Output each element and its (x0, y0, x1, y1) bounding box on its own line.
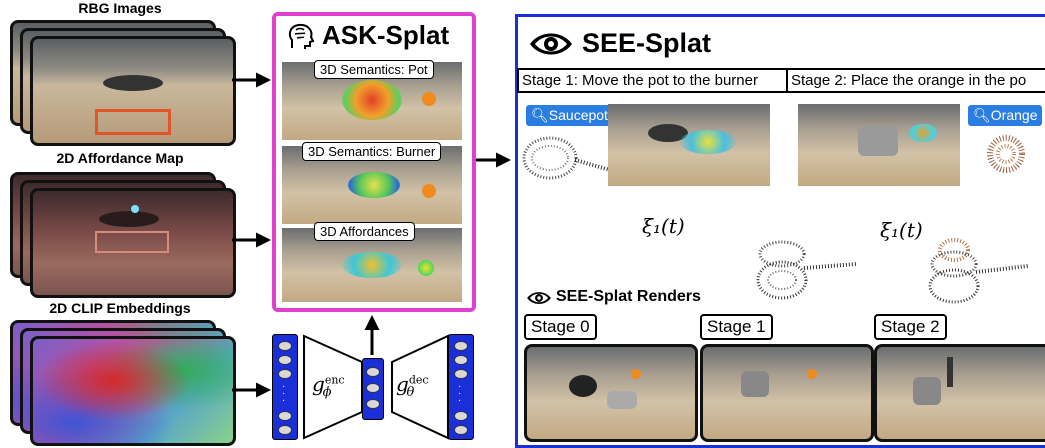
eye-icon (527, 292, 551, 304)
burner-outline (95, 109, 171, 135)
see-splat-title: SEE-Splat (582, 28, 712, 58)
stage2-header: Stage 2: Place the orange in the po (786, 68, 1045, 93)
heatmap-affordance (342, 252, 402, 278)
orange-affordance (418, 260, 434, 276)
stage0-render (524, 344, 698, 442)
latent-vector (362, 358, 384, 420)
encoder-symbol: g (312, 372, 325, 396)
search-icon: 🔍︎ (973, 107, 991, 123)
decoder-sub: θ (406, 385, 415, 400)
burner-object (569, 375, 597, 397)
search-icon: 🔍︎ (531, 107, 549, 123)
rgb-images-label: RBG Images (78, 0, 162, 16)
clip-embeddings-label: 2D CLIP Embeddings (49, 300, 191, 316)
pot-shape (741, 371, 769, 397)
semantics-pot-tag: 3D Semantics: Pot (314, 60, 434, 79)
decoder-sup: dec (408, 373, 429, 387)
pot-shape (648, 124, 688, 142)
decoder-shape (391, 334, 449, 440)
orange-pointcloud (987, 135, 1025, 173)
semantics-burner-tag: 3D Semantics: Burner (302, 142, 442, 161)
orange-object (807, 369, 817, 379)
orange-tag: 🔍︎Orange (968, 105, 1043, 126)
encoder-sup: enc (324, 373, 345, 387)
saucepot-tag: 🔍︎Saucepot (526, 105, 613, 126)
affordance-hotspot (131, 205, 139, 213)
affordance-map-label: 2D Affordance Map (56, 150, 184, 166)
decoder-label: gdecθ (396, 372, 429, 400)
pot-shape (858, 126, 898, 156)
encoder-label: gencϕ (312, 372, 345, 400)
heatmap-saucepot (680, 130, 736, 154)
renders-title: SEE-Splat Renders (556, 288, 701, 305)
trajectory-label-1: ξ₁(t) (642, 214, 685, 238)
pot-shape (913, 377, 941, 405)
trajectory-label-2: ξ₁(t) (880, 218, 923, 242)
stage2-pointcloud (928, 238, 1029, 304)
output-feature-vector: ··· (448, 334, 474, 440)
orange-object (422, 184, 436, 198)
pot-shape (103, 75, 163, 91)
robot-gripper (947, 357, 953, 387)
stage2-scene-image (798, 104, 960, 186)
eye-icon (530, 33, 572, 55)
orange-label: Orange (990, 107, 1038, 123)
affordances-tag: 3D Affordances (314, 222, 415, 241)
stage1-pointcloud (756, 240, 857, 300)
encoder-sub: ϕ (322, 385, 332, 400)
stage1-render (700, 344, 874, 442)
rgb-image (30, 36, 236, 146)
burner-outline (95, 231, 169, 253)
heatmap-pot (342, 80, 402, 120)
heatmap-burner (348, 172, 400, 198)
stage1-header: Stage 1: Move the pot to the burner (517, 68, 789, 93)
stage2-render (874, 344, 1045, 442)
stage2-label: Stage 2 (874, 314, 947, 340)
stage1-scene-image (608, 104, 770, 186)
pot-shape (99, 211, 159, 227)
ask-splat-panel: ASK-Splat 3D Semantics: Pot 3D Semantics… (272, 12, 476, 312)
brain-head-icon (288, 23, 315, 49)
orange-object (631, 369, 641, 379)
heatmap-orange (908, 124, 938, 142)
stage0-label: Stage 0 (524, 314, 597, 340)
affordance-image (30, 188, 236, 298)
stage1-label: Stage 1 (700, 314, 773, 340)
orange-object (422, 92, 436, 106)
encoder-shape (303, 334, 363, 440)
saucepot-label: Saucepot (548, 107, 608, 123)
pot-shape (607, 391, 637, 409)
input-feature-vector: ··· (272, 334, 298, 440)
decoder-symbol: g (396, 372, 409, 396)
ask-splat-title: ASK-Splat (322, 20, 450, 50)
